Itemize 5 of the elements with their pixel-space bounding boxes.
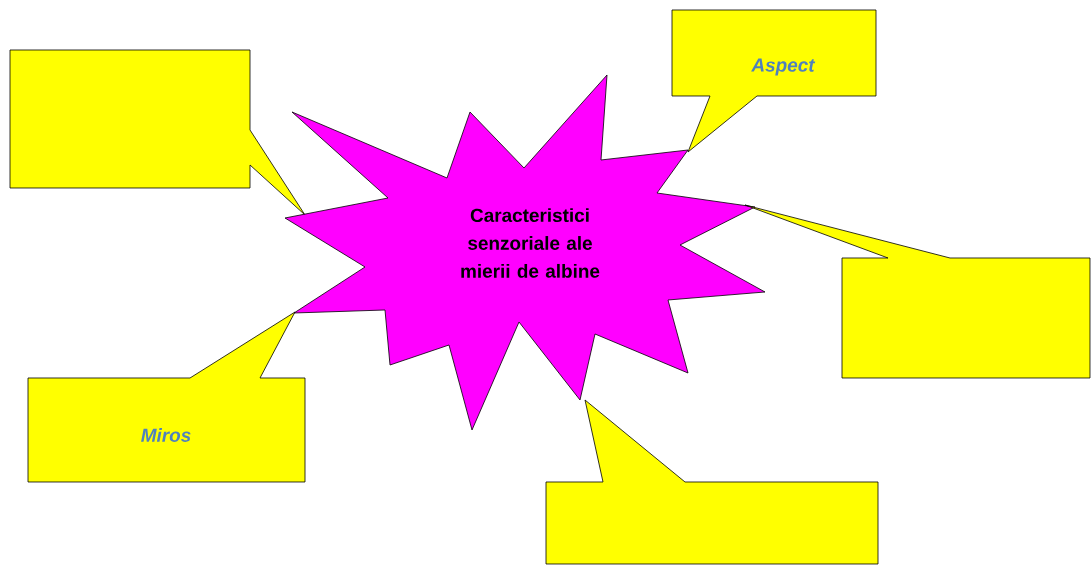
speech-bubble <box>545 399 879 565</box>
speech-bubble: Aspect <box>671 9 877 153</box>
speech-bubble <box>9 49 306 216</box>
speech-bubble: Miros <box>27 311 306 483</box>
speech-bubble <box>744 204 1091 379</box>
